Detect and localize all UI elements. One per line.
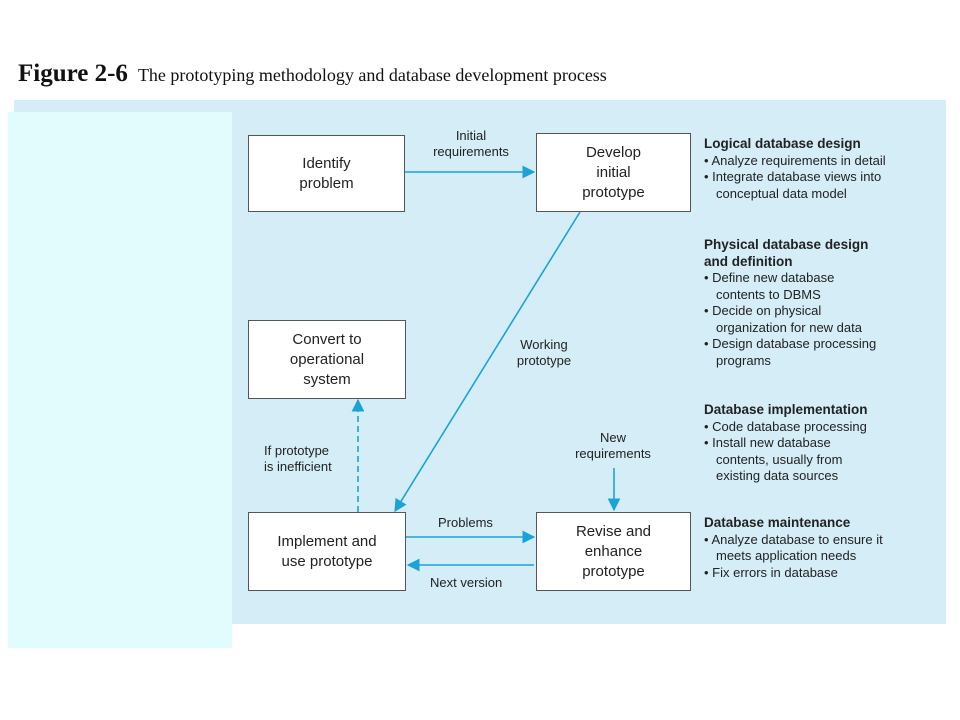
section-item: • Integrate database views into conceptu…	[704, 169, 882, 201]
section-heading: Database maintenance	[704, 515, 851, 530]
label-initial-requirements: Initial requirements	[433, 128, 509, 159]
figure-title: The prototyping methodology and database…	[137, 65, 607, 85]
figure-caption: Figure 2-6 The prototyping methodology a…	[18, 60, 607, 88]
identify-problem-box: Identify problem	[248, 135, 405, 212]
section-heading: Physical database design and definition	[704, 237, 869, 269]
section-heading: Logical database design	[704, 136, 861, 151]
arrow-working-prototype	[394, 211, 581, 513]
left-panel	[8, 112, 232, 648]
section-item: • Analyze requirements in detail	[704, 152, 886, 168]
label-new-requirements: New requirements	[575, 430, 651, 461]
section-item: • Install new database contents, usually…	[704, 435, 843, 483]
revise-prototype-box: Revise and enhance prototype	[536, 512, 691, 591]
panel-top-strip	[14, 100, 232, 112]
maintenance-section: Database maintenance • Analyze database …	[704, 515, 940, 581]
label-working-prototype: Working prototype	[516, 337, 572, 368]
section-item: • Code database processing	[704, 418, 867, 434]
label-if-inefficient: If prototype is inefficient	[264, 443, 332, 474]
develop-prototype-box: Develop initial prototype	[536, 133, 691, 212]
label-problems: Problems	[438, 515, 493, 530]
section-item: • Analyze database to ensure it meets ap…	[704, 531, 883, 564]
section-item: • Fix errors in database	[704, 564, 838, 580]
figure-number: Figure 2-6	[18, 60, 128, 87]
section-item: • Decide on physical organization for ne…	[704, 303, 862, 335]
physical-design-section: Physical database design and definition …	[704, 237, 940, 369]
label-next-version: Next version	[430, 575, 503, 590]
section-heading: Database implementation	[704, 402, 868, 417]
convert-system-box: Convert to operational system	[248, 320, 406, 399]
section-item: • Design database processing programs	[704, 336, 877, 368]
logical-design-section: Logical database design • Analyze requir…	[704, 136, 940, 202]
implement-prototype-box: Implement and use prototype	[248, 512, 406, 591]
implementation-section: Database implementation • Code database …	[704, 402, 940, 485]
section-item: • Define new database contents to DBMS	[704, 270, 835, 302]
